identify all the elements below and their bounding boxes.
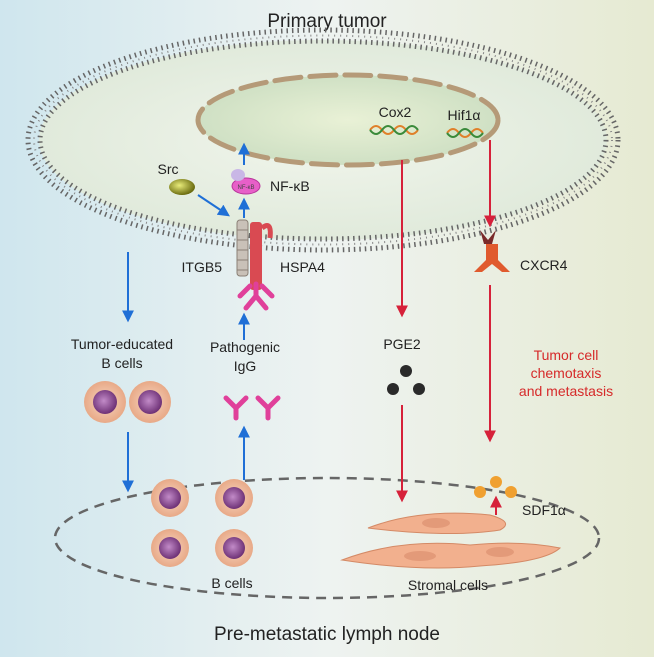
pge2-label: PGE2	[383, 336, 421, 352]
pathogenic-label-line2: IgG	[234, 358, 257, 374]
chemotaxis-label-line2: chemotaxis	[531, 365, 602, 381]
cxcr4-label: CXCR4	[520, 257, 568, 273]
nucleus	[195, 72, 501, 168]
b-cells-label: B cells	[211, 575, 252, 591]
bound-igg-icon	[237, 281, 275, 311]
pathogenic-label-line1: Pathogenic	[210, 339, 280, 355]
cox2-label: Cox2	[379, 104, 412, 120]
blue-arrows	[122, 142, 250, 493]
pathogenic-igg-icons	[223, 395, 281, 421]
src-icon	[169, 179, 195, 195]
lymph-node-b-cells	[151, 479, 253, 567]
hspa4-icon	[250, 222, 273, 290]
cox2-dna-icon	[369, 125, 419, 135]
sdf1a-label: SDF1α	[522, 502, 566, 518]
chemotaxis-label-line3: and metastasis	[519, 383, 613, 399]
chemotaxis-label-line1: Tumor cell	[534, 347, 599, 363]
red-arrows	[396, 140, 502, 515]
stromal-cells-icon	[340, 512, 562, 569]
hspa4-label: HSPA4	[280, 259, 325, 275]
hif1a-dna-icon	[446, 128, 484, 138]
sdf1a-molecules-icon	[474, 476, 517, 498]
hif1a-label: Hif1α	[448, 107, 481, 123]
tumor-educated-label-line1: Tumor-educated	[71, 336, 173, 352]
arrow-src-to-itgb5	[197, 194, 230, 217]
tumor-educated-b-cells	[84, 381, 171, 423]
itgb5-label: ITGB5	[182, 259, 223, 275]
itgb5-receptor-icon	[236, 219, 249, 277]
nfkb-inner-label: NF-κB	[238, 185, 255, 191]
title-lymph-node: Pre-metastatic lymph node	[214, 624, 440, 645]
nfkb-label: NF-κB	[270, 178, 310, 194]
pge2-molecules-icon	[387, 365, 425, 395]
title-primary-tumor: Primary tumor	[267, 11, 387, 32]
cxcr4-receptor-icon	[474, 230, 510, 272]
tumor-educated-label-line2: B cells	[101, 355, 142, 371]
lymph-node-outline	[53, 476, 601, 600]
stromal-cells-label: Stromal cells	[408, 577, 488, 593]
src-label: Src	[158, 161, 179, 177]
nfkb-icon: NF-κB	[231, 169, 261, 195]
